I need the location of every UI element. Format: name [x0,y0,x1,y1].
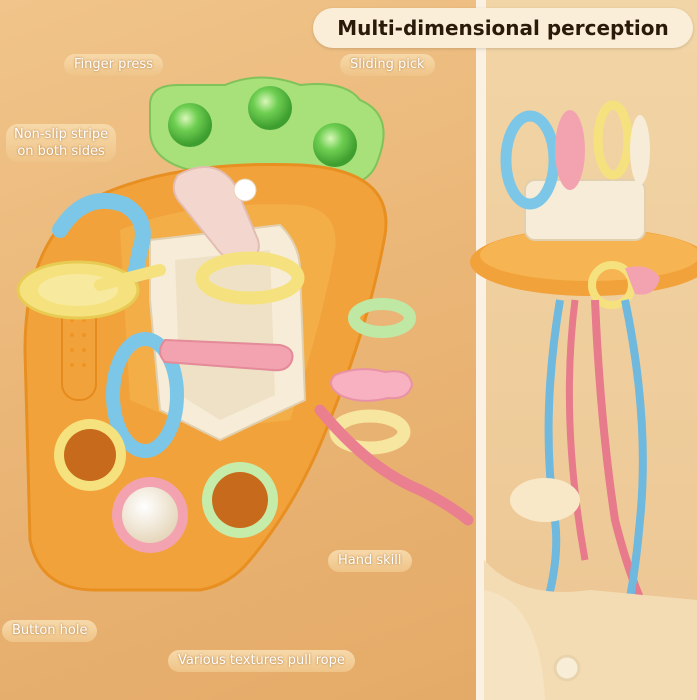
panel-divider [476,0,486,700]
pop-button-2 [248,86,292,130]
label-non-slip-line2: on both sides [17,144,105,159]
label-button-hole: Button hole [2,620,98,642]
bunny-head [233,178,257,202]
headline-badge: Multi-dimensional perception [313,8,693,48]
green-ring [348,298,416,338]
pop-button-1 [168,103,212,147]
label-pull-rope: Various textures pull rope [168,650,355,672]
label-non-slip-line1: Non-slip stripe [14,127,109,142]
label-finger-press: Finger press [64,54,163,76]
label-non-slip-stripe: Non-slip stripe on both sides [6,124,117,162]
blue-coil-rope [52,192,151,283]
label-sliding-pick: Sliding pick [340,54,435,76]
label-hand-skill: Hand skill [328,550,412,572]
pull-toy-bunny [630,115,650,185]
pull-toy-blue-ring [500,110,560,210]
pink-paddle [159,338,294,372]
pink-pull-rope [314,404,474,526]
pull-toy-pink-paddle [555,110,585,190]
pink-rope-1 [591,299,654,622]
pink-flower [330,368,414,402]
pull-toy-block [524,179,646,241]
blue-ring [106,332,184,458]
yellow-ring [195,251,305,305]
pop-button-3 [313,123,357,167]
pull-toy-side-view [470,100,697,700]
carrot-toy [16,76,474,592]
pull-toy-yellow-ring [593,100,633,180]
pink-rope-2 [565,299,589,561]
headline-text: Multi-dimensional perception [337,16,669,40]
